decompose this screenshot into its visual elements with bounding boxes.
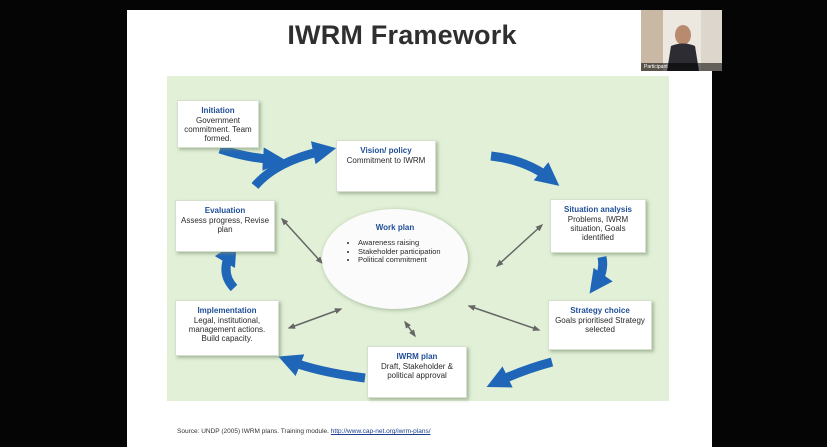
link-evaluation-workplan bbox=[280, 217, 324, 265]
box-evaluation: Evaluation Assess progress, Revise plan bbox=[175, 200, 275, 252]
box-strategy-text: Goals prioritised Strategy selected bbox=[555, 316, 645, 334]
link-situation-workplan bbox=[495, 223, 544, 268]
source-citation: Source: UNDP (2005) IWRM plans. Training… bbox=[177, 428, 431, 435]
arrow-evaluation-to-vision bbox=[251, 141, 337, 190]
box-situation: Situation analysis Problems, IWRM situat… bbox=[550, 199, 646, 253]
link-plan-workplan bbox=[404, 320, 416, 338]
box-strategy: Strategy choice Goals prioritised Strate… bbox=[548, 300, 652, 350]
arrow-plan-to-implementation bbox=[278, 354, 366, 383]
box-situation-title: Situation analysis bbox=[563, 205, 633, 214]
work-plan-item: Awareness raising bbox=[358, 238, 468, 248]
participant-name-label: Participant bbox=[641, 63, 722, 71]
box-iwrm-plan-text: Draft, Stakeholder & political approval bbox=[380, 362, 454, 380]
arrow-implementation-to-evaluation bbox=[214, 241, 238, 292]
box-vision: Vision/ policy Commitment to IWRM bbox=[336, 140, 436, 192]
box-strategy-title: Strategy choice bbox=[570, 306, 630, 315]
work-plan-list: Awareness raising Stakeholder participat… bbox=[348, 238, 468, 265]
box-iwrm-plan: IWRM plan Draft, Stakeholder & political… bbox=[367, 346, 467, 398]
box-initiation-text: Government commitment. Team formed. bbox=[184, 116, 252, 143]
box-situation-text: Problems, IWRM situation, Goals identifi… bbox=[567, 215, 629, 242]
cycle-arrows bbox=[214, 141, 613, 388]
source-text: Source: UNDP (2005) IWRM plans. Training… bbox=[177, 428, 329, 435]
participant-video-image bbox=[641, 10, 722, 71]
work-plan-item: Political commitment bbox=[358, 255, 468, 265]
work-plan-ellipse: Work plan Awareness raising Stakeholder … bbox=[322, 209, 468, 309]
work-plan-title: Work plan bbox=[375, 223, 415, 232]
work-plan-item: Stakeholder participation bbox=[358, 247, 468, 257]
slide-title: IWRM Framework bbox=[287, 20, 517, 50]
source-link[interactable]: http://www.cap-net.org/iwrm-plans/ bbox=[330, 428, 431, 435]
box-initiation: Initiation Government commitment. Team f… bbox=[177, 100, 259, 148]
box-iwrm-plan-title: IWRM plan bbox=[396, 352, 438, 361]
participant-video-tile[interactable]: Participant bbox=[641, 10, 722, 71]
box-vision-text: Commitment to IWRM bbox=[346, 156, 426, 165]
arrow-strategy-to-plan bbox=[486, 357, 554, 388]
box-implementation: Implementation Legal, institutional, man… bbox=[175, 300, 279, 356]
arrow-vision-to-situation bbox=[490, 151, 560, 186]
box-implementation-text: Legal, institutional, management actions… bbox=[188, 316, 266, 343]
box-initiation-title: Initiation bbox=[201, 106, 235, 115]
arrow-initiation-to-vision bbox=[218, 144, 287, 171]
box-evaluation-title: Evaluation bbox=[204, 206, 246, 215]
box-vision-title: Vision/ policy bbox=[360, 146, 412, 155]
link-implementation-workplan bbox=[287, 308, 343, 329]
box-implementation-title: Implementation bbox=[197, 306, 257, 315]
presentation-slide: IWRM Framework Initiation Government com… bbox=[127, 10, 712, 447]
link-strategy-workplan bbox=[467, 305, 541, 331]
box-evaluation-text: Assess progress, Revise plan bbox=[180, 216, 270, 234]
arrow-situation-to-strategy bbox=[589, 256, 613, 294]
